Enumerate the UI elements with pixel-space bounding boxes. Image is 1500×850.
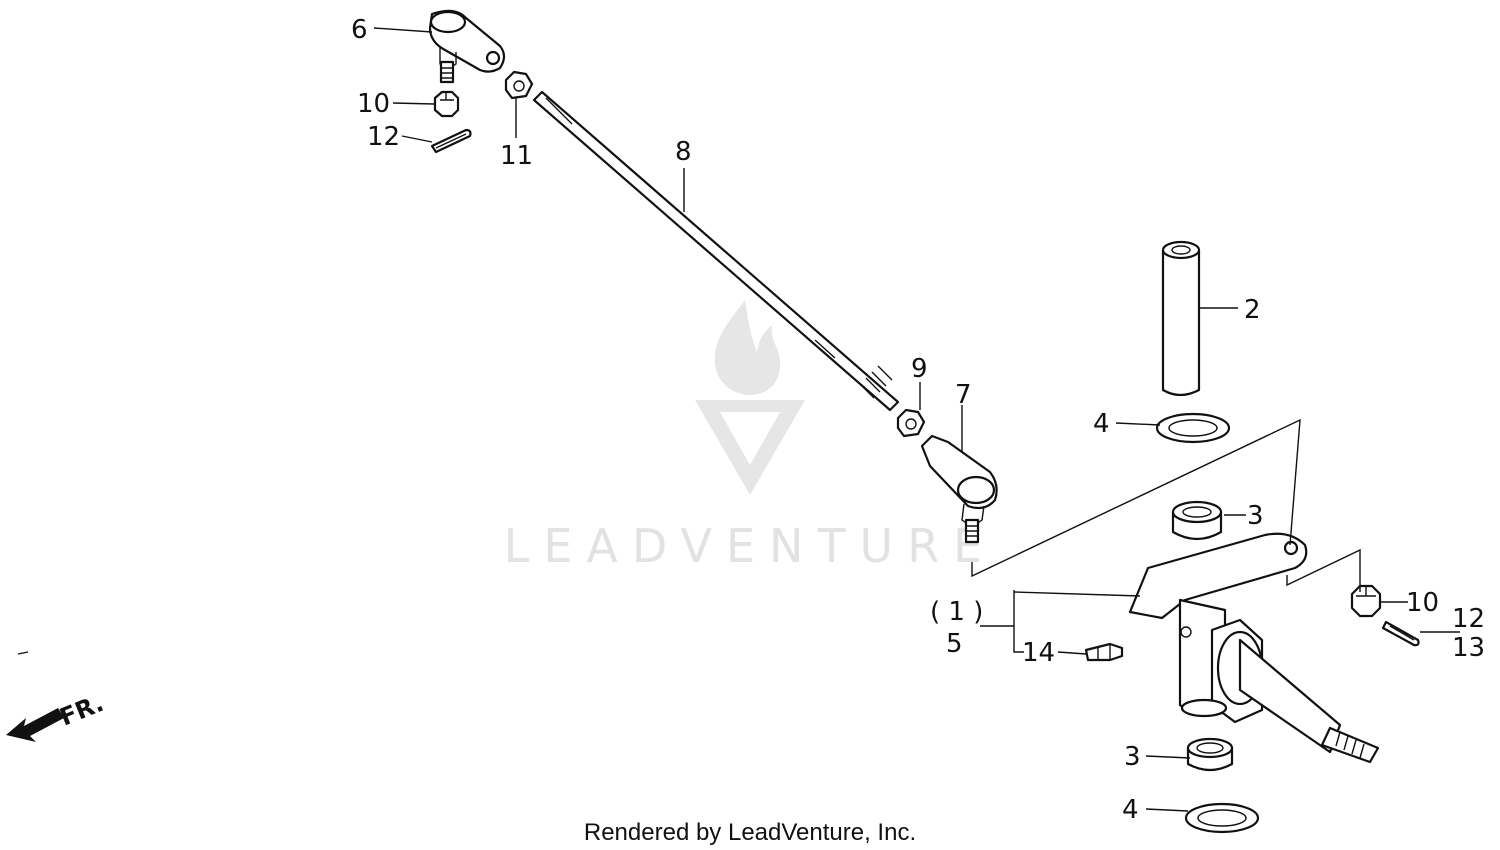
- render-credit: Rendered by LeadVenture, Inc.: [584, 819, 916, 846]
- callout-12-upper[interactable]: 12: [367, 122, 400, 152]
- callout-10-right[interactable]: 10: [1406, 588, 1439, 618]
- watermark-v-icon: [695, 400, 805, 495]
- callout-labels: 6 10 12 11 8 9 7 2 4 3 ( 1 ) 5 14 10 12 …: [351, 15, 1485, 825]
- callout-10-upper[interactable]: 10: [357, 89, 390, 119]
- callout-2[interactable]: 2: [1244, 295, 1261, 325]
- callout-11[interactable]: 11: [500, 141, 533, 171]
- callout-6[interactable]: 6: [351, 15, 368, 45]
- jam-nut-upper[interactable]: [504, 70, 534, 100]
- callout-5[interactable]: 5: [946, 629, 963, 659]
- callout-4-lower[interactable]: 4: [1122, 795, 1139, 825]
- leader-lines: [373, 27, 1460, 812]
- bushing-upper[interactable]: [1171, 500, 1223, 541]
- callout-13[interactable]: 13: [1452, 633, 1485, 663]
- kingpin-sleeve[interactable]: [1161, 240, 1201, 397]
- castle-nut-right[interactable]: [1350, 584, 1382, 618]
- bushing-lower[interactable]: [1186, 737, 1234, 772]
- steering-knuckle[interactable]: [1128, 532, 1380, 764]
- thrust-washer-upper[interactable]: [1155, 412, 1231, 444]
- watermark: LEADVENTURE: [504, 300, 997, 573]
- castle-nut-upper[interactable]: [433, 90, 460, 118]
- grease-fitting[interactable]: [1084, 642, 1124, 662]
- callout-7[interactable]: 7: [955, 380, 972, 410]
- callout-3-lower[interactable]: 3: [1124, 742, 1141, 772]
- watermark-flame-icon: [714, 300, 781, 395]
- callout-8[interactable]: 8: [675, 137, 692, 167]
- callout-4-upper[interactable]: 4: [1093, 409, 1110, 439]
- callout-12-right[interactable]: 12: [1452, 604, 1485, 634]
- tie-rod[interactable]: [532, 90, 900, 412]
- front-direction-indicator: FR.: [6, 651, 108, 742]
- cotter-pin-right[interactable]: [1381, 620, 1420, 647]
- front-label: FR.: [56, 689, 108, 732]
- tie-rod-end-lower[interactable]: [920, 434, 998, 544]
- callout-9[interactable]: 9: [911, 354, 928, 384]
- thrust-washer-lower[interactable]: [1184, 802, 1260, 834]
- watermark-text: LEADVENTURE: [504, 519, 997, 573]
- jam-nut-lower[interactable]: [896, 408, 926, 438]
- tie-rod-end-upper[interactable]: [428, 9, 506, 84]
- callout-1[interactable]: ( 1 ): [930, 597, 983, 627]
- arrow-down-left-icon: [6, 708, 64, 742]
- callout-14[interactable]: 14: [1022, 638, 1055, 668]
- callout-3-upper[interactable]: 3: [1247, 501, 1264, 531]
- cotter-pin-upper[interactable]: [430, 128, 472, 154]
